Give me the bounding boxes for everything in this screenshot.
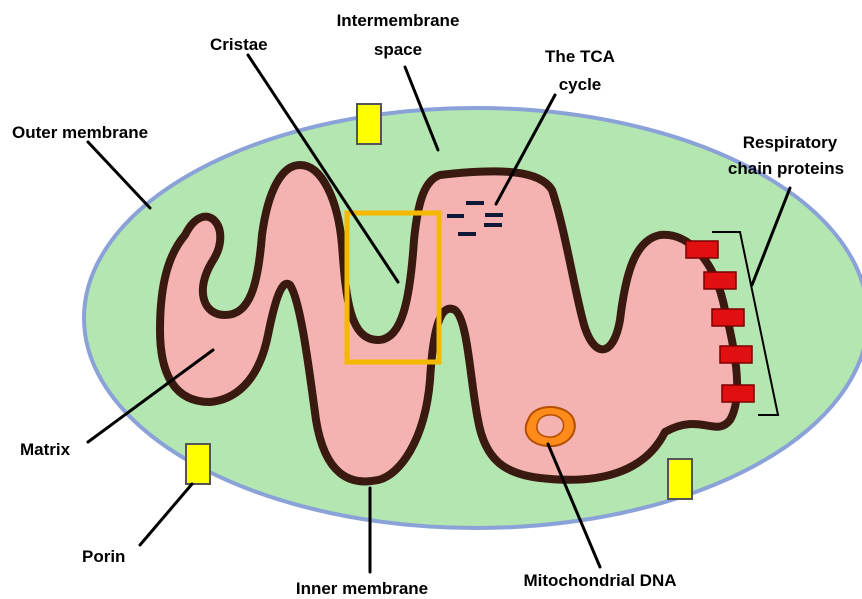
label-cristae: Cristae (210, 35, 268, 54)
label-matrix: Matrix (20, 440, 71, 459)
dna-inner-ring (537, 415, 564, 437)
resp-protein (722, 385, 754, 402)
porin-top (357, 104, 381, 144)
label-intermembrane-1: Intermembrane (337, 11, 460, 30)
leader-porin (140, 484, 192, 545)
label-intermembrane-2: space (374, 40, 422, 59)
resp-protein (720, 346, 752, 363)
label-respiratory-1: Respiratory (743, 133, 838, 152)
leader-outer-membrane (88, 142, 150, 208)
label-inner-membrane: Inner membrane (296, 579, 428, 598)
resp-protein (704, 272, 736, 289)
label-mito-dna: Mitochondrial DNA (524, 571, 677, 590)
porin-right (668, 459, 692, 499)
porin-left (186, 444, 210, 484)
mitochondrial-dna (526, 407, 575, 446)
resp-protein (712, 309, 744, 326)
label-tca-1: The TCA (545, 47, 615, 66)
label-tca-2: cycle (559, 75, 602, 94)
label-porin: Porin (82, 547, 125, 566)
label-outer-membrane: Outer membrane (12, 123, 148, 142)
resp-protein (686, 241, 718, 258)
label-respiratory-2: chain proteins (728, 159, 844, 178)
